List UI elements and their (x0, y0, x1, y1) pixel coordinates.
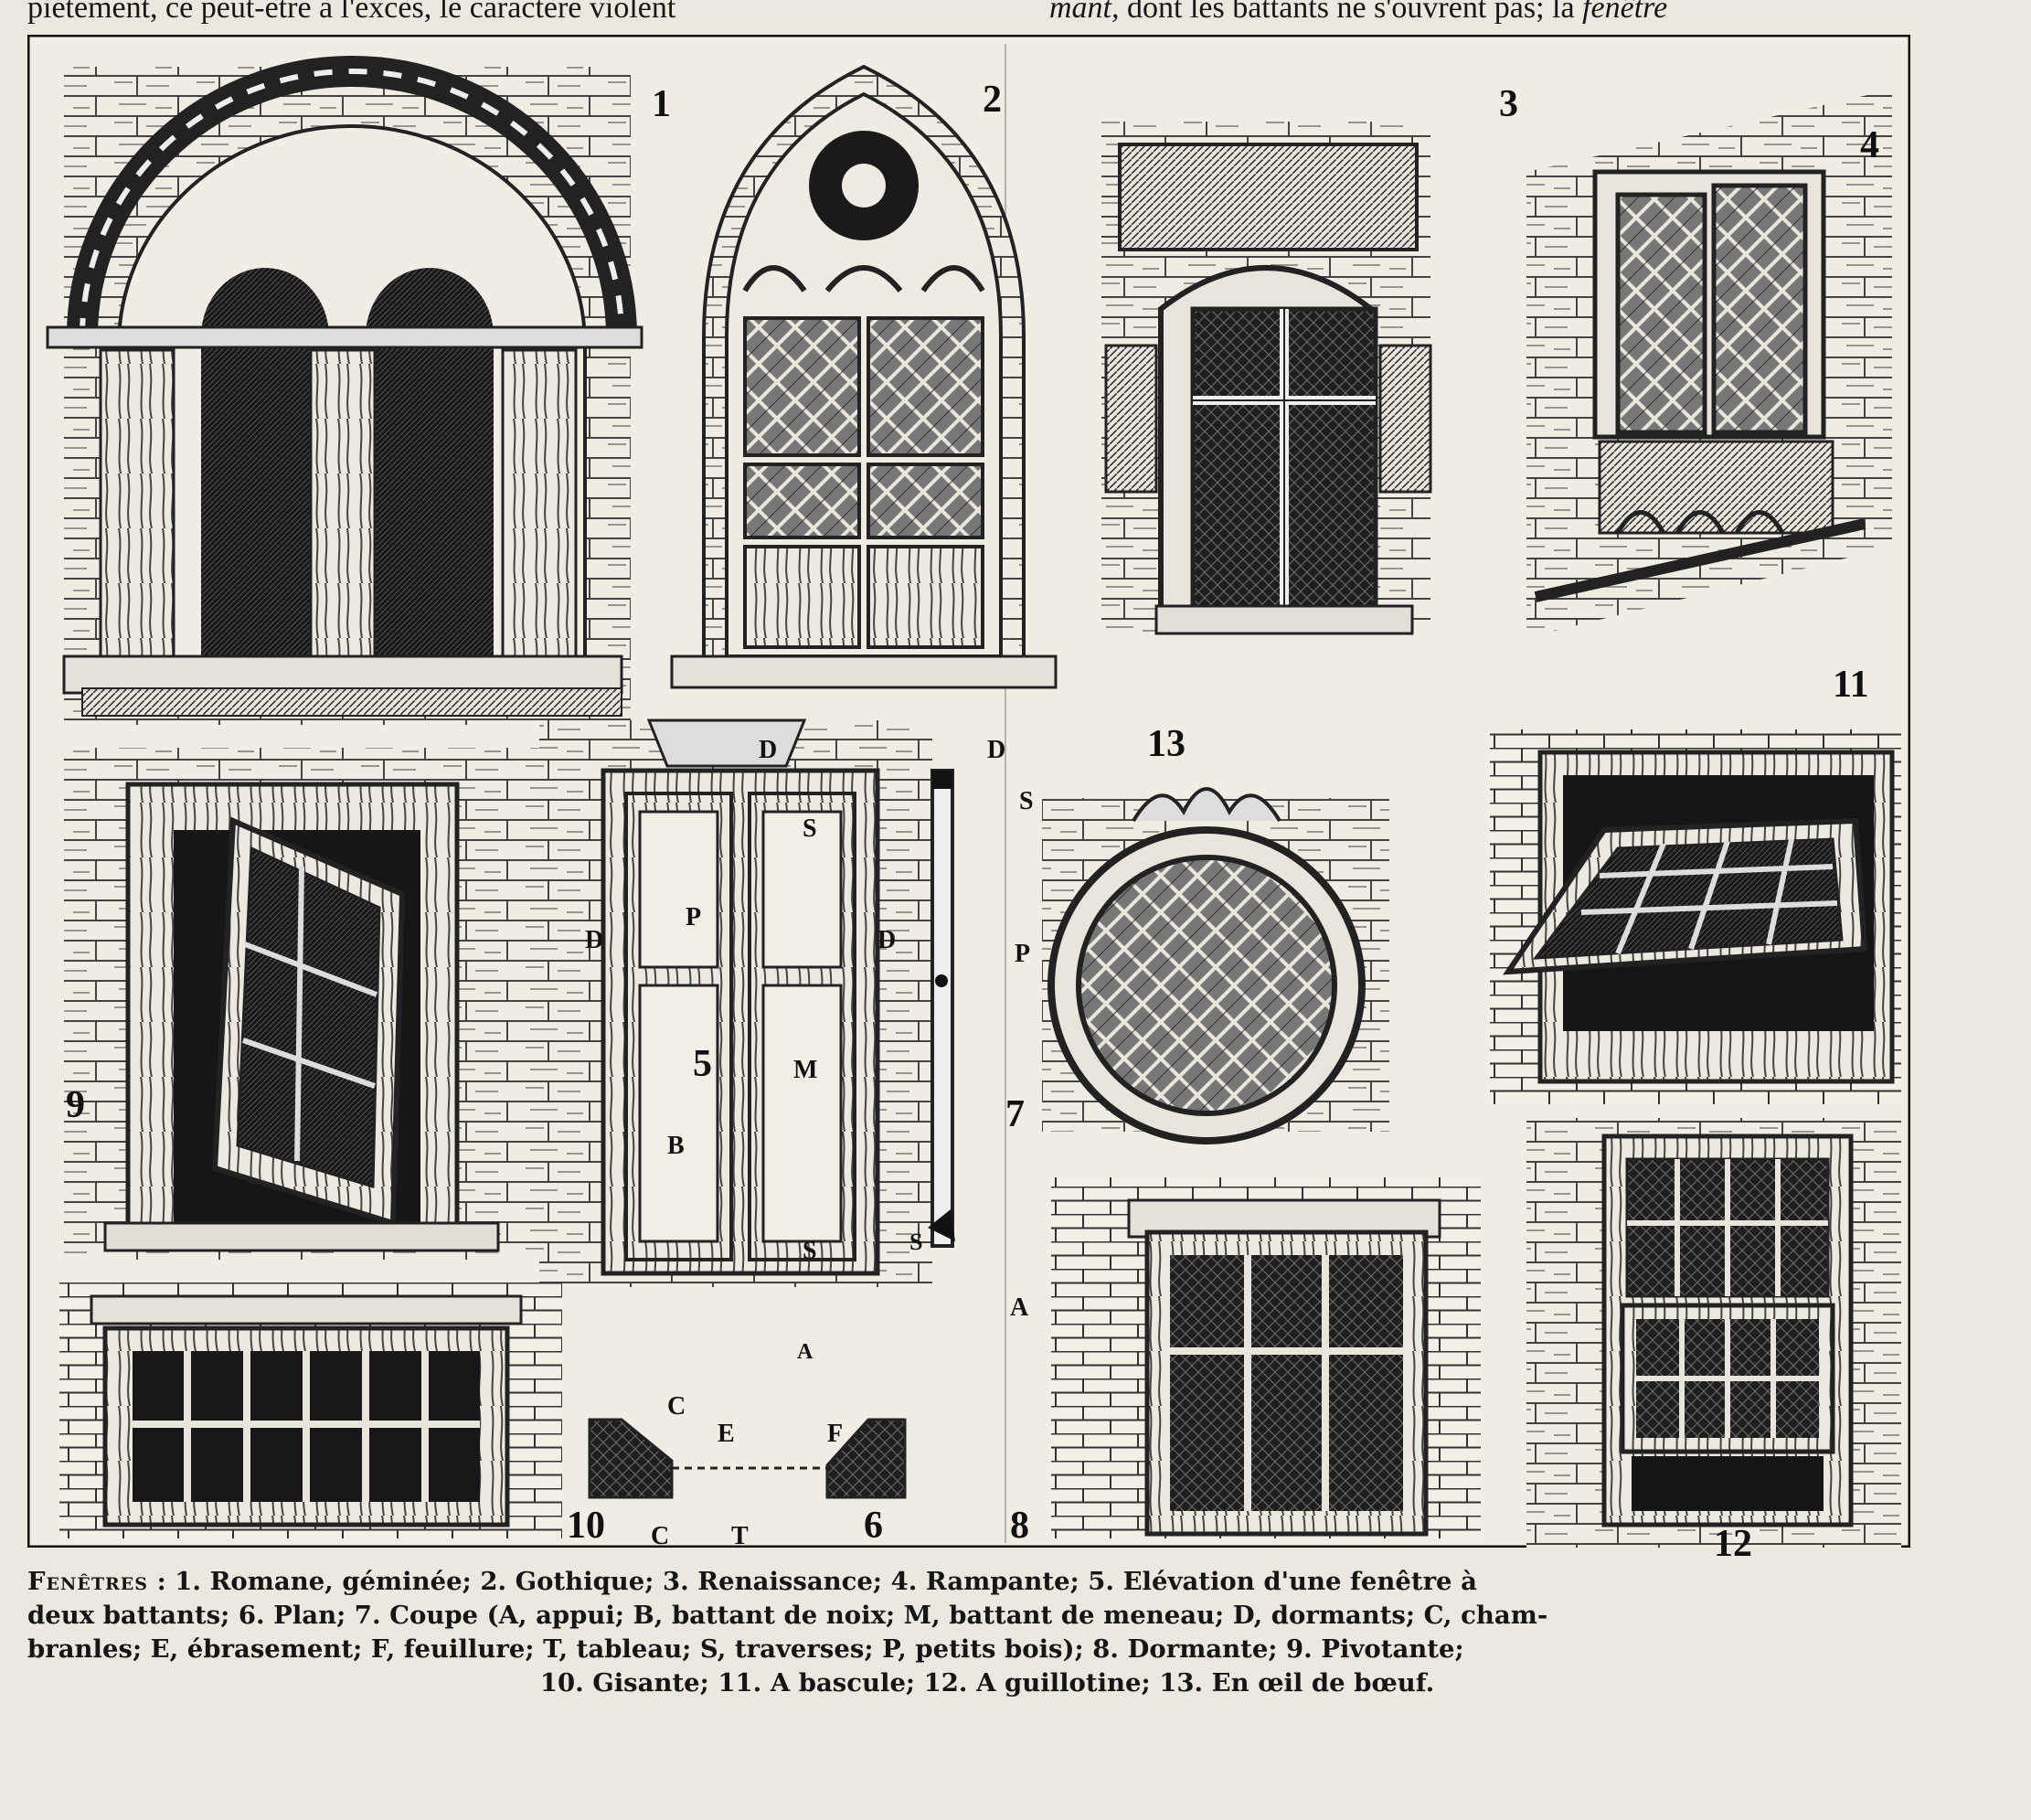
figure-number-13: 13 (1147, 723, 1186, 765)
caption-line-1: Fenêtres : 1. Romane, géminée; 2. Gothiq… (27, 1565, 1947, 1599)
figure-number-7: 7 (1005, 1093, 1025, 1135)
label-fig5-m: M (793, 1056, 818, 1084)
caption-line-1-text: : 1. Romane, géminée; 2. Gothique; 3. Re… (148, 1567, 1477, 1596)
fig5-elevation-window (539, 718, 932, 1287)
label-fig7-p: P (1015, 940, 1031, 968)
italic-word-end: fenêtre (1582, 0, 1668, 25)
caption-lead: Fenêtres (27, 1567, 148, 1596)
label-fig7-s-bottom: S (909, 1229, 923, 1255)
label-fig5-p: P (686, 903, 702, 931)
figure-number-4: 4 (1860, 124, 1879, 166)
fig13-bulls-eye-window (1042, 787, 1389, 1144)
label-fig5-d-right: D (877, 926, 897, 954)
label-fig5-a: A (797, 1340, 813, 1364)
fig4-rampant-window (1526, 90, 1892, 638)
fig12-sash-window (1526, 1118, 1901, 1548)
label-fig6-t: T (731, 1522, 749, 1550)
figure-number-10: 10 (567, 1505, 605, 1547)
label-fig7-s-top: S (1019, 787, 1034, 815)
running-text-left: piétement, ce peut-être à l'excès, le ca… (27, 0, 676, 25)
figure-number-1: 1 (652, 83, 671, 125)
italic-word: mant, (1049, 0, 1120, 25)
label-fig7-d: D (987, 736, 1006, 764)
running-text-right-rest: dont les battants ne s'ouvrent pas; la (1127, 0, 1575, 25)
fig11-tilting-window (1490, 729, 1901, 1104)
figure-number-3: 3 (1499, 83, 1518, 125)
label-fig5-d-top: D (759, 736, 778, 764)
figure-number-5: 5 (693, 1043, 712, 1085)
figure-number-8: 8 (1010, 1505, 1029, 1547)
window-plate: 1 2 3 4 5 6 7 8 9 10 11 12 13 D S D P D … (27, 35, 1910, 1563)
figure-number-2: 2 (983, 79, 1002, 121)
fig10-lying-window (59, 1283, 562, 1538)
figure-number-6: 6 (864, 1505, 883, 1547)
figure-number-12: 12 (1714, 1523, 1752, 1565)
running-text-right: mant, dont les battants ne s'ouvrent pas… (1049, 0, 1667, 31)
caption-line-2: deux battants; 6. Plan; 7. Coupe (A, app… (27, 1601, 1548, 1630)
label-fig5-s-bottom: S (803, 1237, 817, 1265)
running-text-top: piétement, ce peut-être à l'excès, le ca… (0, 0, 2031, 40)
caption-line-4: 10. Gisante; 11. A bascule; 12. A guillo… (539, 1668, 1435, 1698)
figure-number-9: 9 (66, 1084, 85, 1126)
plate-caption: Fenêtres : 1. Romane, géminée; 2. Gothiq… (27, 1565, 1947, 1700)
fig7-section-drawing (928, 769, 955, 1248)
label-fig5-s-top: S (803, 814, 817, 843)
fig9-pivoting-window (64, 748, 539, 1260)
label-fig6-f: F (827, 1420, 844, 1448)
fig2-gothic-window (670, 64, 1058, 689)
label-fig6-c-bottom: C (651, 1522, 670, 1550)
label-fig7-a: A (1010, 1293, 1029, 1322)
figure-number-11: 11 (1833, 664, 1869, 706)
fig1-romanesque-window (46, 56, 643, 725)
label-fig5-d-left: D (585, 926, 604, 954)
label-fig6-c-top: C (667, 1392, 686, 1421)
plate-illustration (27, 35, 1910, 1548)
label-fig5-b: B (667, 1132, 685, 1160)
fig3-renaissance-window (1101, 122, 1432, 635)
label-fig6-e: E (718, 1420, 735, 1448)
caption-line-3: branles; E, ébrasement; F, feuillure; T,… (27, 1634, 1464, 1664)
fig8-fixed-window (1051, 1177, 1481, 1538)
fig6-plan-drawing (588, 1418, 907, 1499)
